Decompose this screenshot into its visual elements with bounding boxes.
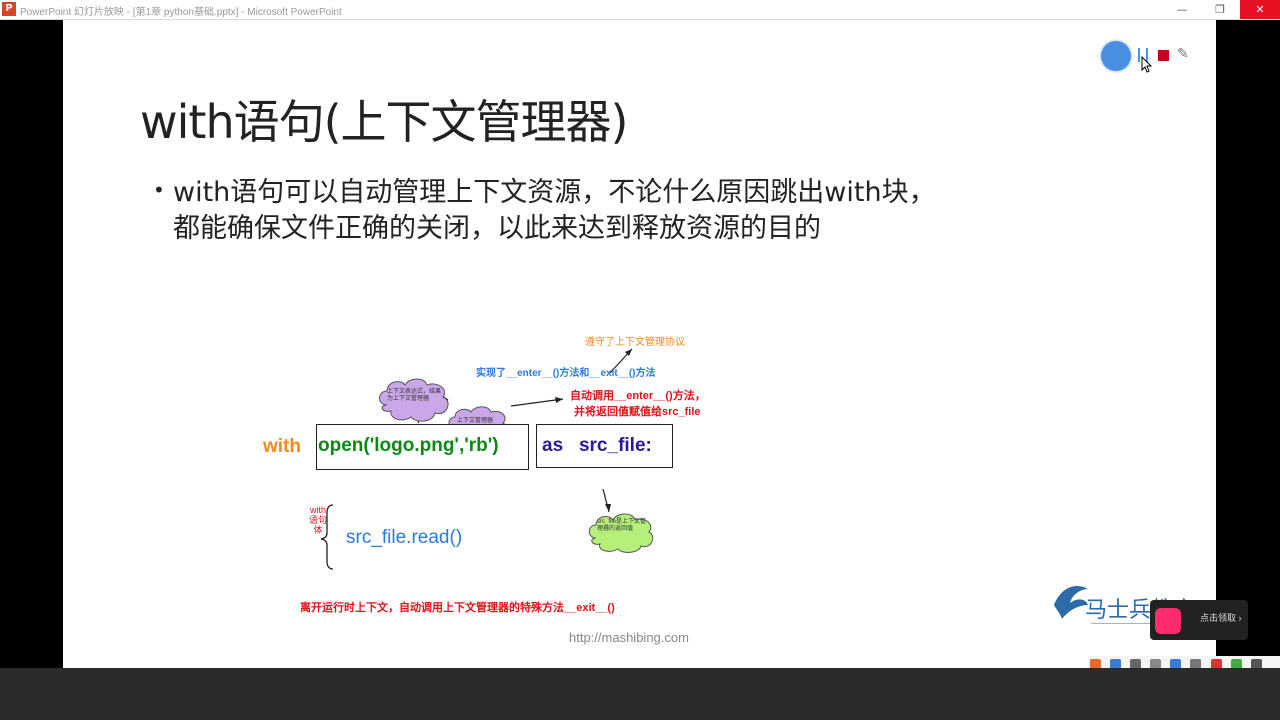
slide-canvas: with语句(上下文管理器) • with语句可以自动管理上下文资源，不论什么原… xyxy=(63,20,1216,668)
tray-network-icon[interactable] xyxy=(1150,659,1162,670)
tray-moon-icon[interactable] xyxy=(1130,659,1142,670)
bullet-line-2: 都能确保文件正确的关闭，以此来达到释放资源的目的 xyxy=(173,213,821,244)
context-expression-cloud xyxy=(379,378,449,422)
widget-label: 点击领取 › xyxy=(1200,613,1242,623)
close-button[interactable]: ✕ xyxy=(1240,0,1280,19)
enter-note-line1: 自动调用__enter__()方法， xyxy=(570,390,706,402)
cloud1-text: 上下文表达式，结果为上下文管理器 xyxy=(387,389,442,402)
taskbar xyxy=(0,668,1280,720)
tray-shirt-icon[interactable] xyxy=(1230,659,1242,670)
record-indicator-icon[interactable] xyxy=(1101,41,1131,71)
maximize-button[interactable]: ❐ xyxy=(1215,3,1225,16)
tray-settings-icon[interactable] xyxy=(1190,659,1202,670)
window-title: PowerPoint 幻灯片放映 - [第1章 python基础.pptx] -… xyxy=(20,7,342,18)
return-value-cloud xyxy=(588,513,654,553)
right-letterbox xyxy=(1216,20,1280,668)
left-letterbox xyxy=(0,20,63,668)
tray-app-icon[interactable] xyxy=(1090,659,1101,670)
window-titlebar: P PowerPoint 幻灯片放映 - [第1章 python基础.pptx]… xyxy=(0,0,1280,20)
top-annotation: 遵守了上下文管理协议 xyxy=(585,337,685,348)
pen-icon[interactable]: ✎ xyxy=(1177,46,1189,62)
stop-icon[interactable] xyxy=(1158,50,1169,61)
floating-widget[interactable]: 点击领取 › xyxy=(1150,600,1248,640)
widget-app-icon xyxy=(1155,608,1181,634)
cloud3-text: src_file是上下文管理器的返回值 xyxy=(597,519,647,532)
enter-note-line2: 并将返回值赋值给src_file xyxy=(574,406,701,418)
mouse-cursor-icon xyxy=(1141,56,1153,73)
as-target-box: as src_file: xyxy=(536,424,673,468)
footer-url: http://mashibing.com xyxy=(569,630,689,645)
logo-underline xyxy=(1091,623,1201,624)
system-tray xyxy=(1088,656,1280,670)
body-label: with语句体 xyxy=(308,505,327,535)
pause-icon[interactable] xyxy=(1138,48,1148,62)
body-code: src_file.read() xyxy=(346,527,463,548)
mashibing-logo-icon xyxy=(1054,586,1088,619)
minimize-button[interactable]: — xyxy=(1176,3,1188,16)
tray-security-icon[interactable] xyxy=(1210,659,1222,670)
slide-title: with语句(上下文管理器) xyxy=(140,95,628,149)
powerpoint-icon: P xyxy=(2,2,16,16)
with-keyword: with xyxy=(263,436,301,457)
tray-keyboard-icon[interactable] xyxy=(1170,659,1182,670)
tray-gear-icon[interactable] xyxy=(1250,659,1262,670)
bullet-line-1: with语句可以自动管理上下文资源，不论什么原因跳出with块， xyxy=(173,177,936,208)
open-expression-box: open('logo.png','rb') xyxy=(316,424,529,470)
exit-note: 离开运行时上下文，自动调用上下文管理器的特殊方法__exit__() xyxy=(300,602,615,614)
bullet-icon: • xyxy=(153,178,165,202)
cloud2-text: 上下文管理器 xyxy=(457,418,494,424)
tray-ime-icon[interactable] xyxy=(1110,659,1122,670)
impl-note: 实现了__enter__()方法和__exit__()方法 xyxy=(476,368,656,379)
